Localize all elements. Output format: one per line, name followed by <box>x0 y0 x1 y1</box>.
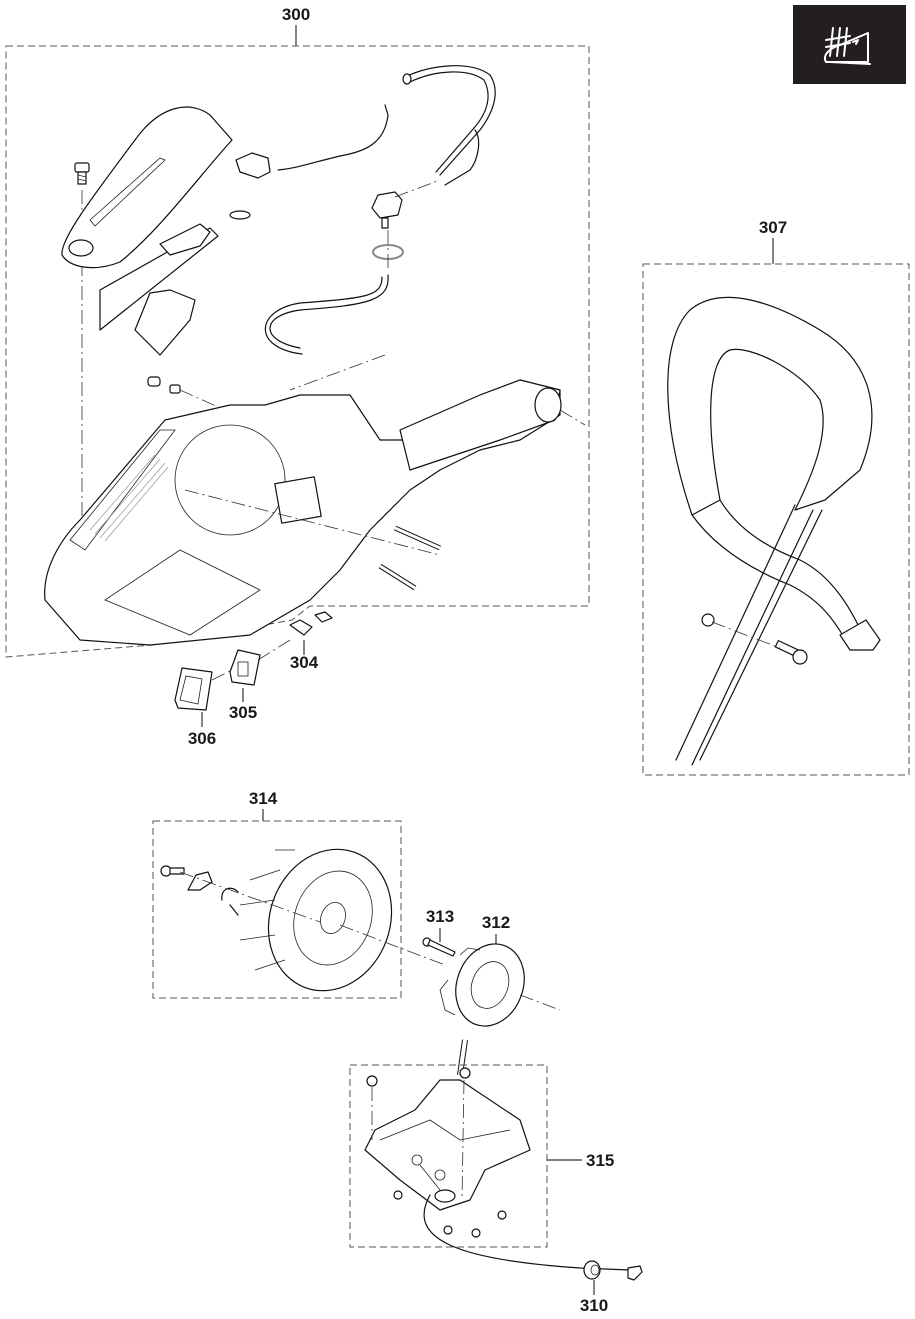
rocker-switch <box>229 649 261 686</box>
callout-304[interactable]: 304 <box>290 653 319 672</box>
fuel-pickup <box>371 191 403 229</box>
assembly-boundary-315 <box>349 1064 548 1248</box>
callout-310[interactable]: 310 <box>580 1296 608 1315</box>
callout-305[interactable]: 305 <box>229 703 257 722</box>
nut <box>701 613 715 627</box>
magnet-wheel <box>455 943 525 1027</box>
assembly-300: 300 <box>5 5 590 658</box>
fan-wheel <box>267 848 393 992</box>
pawl-pin <box>160 865 185 877</box>
crankcase <box>364 1079 531 1211</box>
bolt <box>774 640 808 665</box>
callout-313[interactable]: 313 <box>426 907 454 926</box>
part-312: 312 <box>439 913 561 1076</box>
assembly-315: 315 <box>349 1064 614 1248</box>
assembly-314: 314 <box>152 789 446 999</box>
assembly-boundary-314 <box>152 820 402 999</box>
part-306: 306 <box>174 667 233 748</box>
switch-cover <box>174 667 213 711</box>
category-badge <box>793 5 906 84</box>
callout-315[interactable]: 315 <box>586 1151 614 1170</box>
spring <box>229 210 251 220</box>
switch-opening <box>274 476 322 524</box>
boot-lacing-icon <box>824 27 871 65</box>
screw <box>427 939 456 957</box>
grip-texture <box>89 454 169 542</box>
fuel-hose <box>404 65 496 176</box>
part-304: 304 <box>289 611 333 672</box>
assembly-boundary-307 <box>642 263 910 776</box>
part-310: 310 <box>423 1194 643 1315</box>
callout-312[interactable]: 312 <box>482 913 510 932</box>
callout-300[interactable]: 300 <box>282 5 310 24</box>
badge-background <box>793 5 906 84</box>
ignition-cable <box>423 1194 631 1271</box>
cable <box>277 104 389 171</box>
trigger <box>134 289 196 356</box>
fasteners <box>366 1067 507 1238</box>
handlebar-grip <box>667 296 873 516</box>
handle-tube <box>399 379 561 471</box>
connector <box>627 1265 643 1281</box>
fuel-line <box>269 274 389 349</box>
assembly-boundary-300 <box>5 45 590 658</box>
callout-307[interactable]: 307 <box>759 218 787 237</box>
switch-clip <box>289 619 313 636</box>
screw <box>74 162 90 185</box>
callout-314[interactable]: 314 <box>249 789 278 808</box>
part-305: 305 <box>229 639 291 722</box>
switch-holder <box>235 152 271 179</box>
pawl <box>187 871 213 891</box>
handle-cover <box>61 106 233 269</box>
part-313: 313 <box>422 907 456 957</box>
throttle-lever <box>159 223 211 256</box>
pawl-spring <box>221 887 239 916</box>
grommet <box>583 1260 601 1280</box>
callout-306[interactable]: 306 <box>188 729 216 748</box>
assembly-307: 307 <box>642 218 910 776</box>
